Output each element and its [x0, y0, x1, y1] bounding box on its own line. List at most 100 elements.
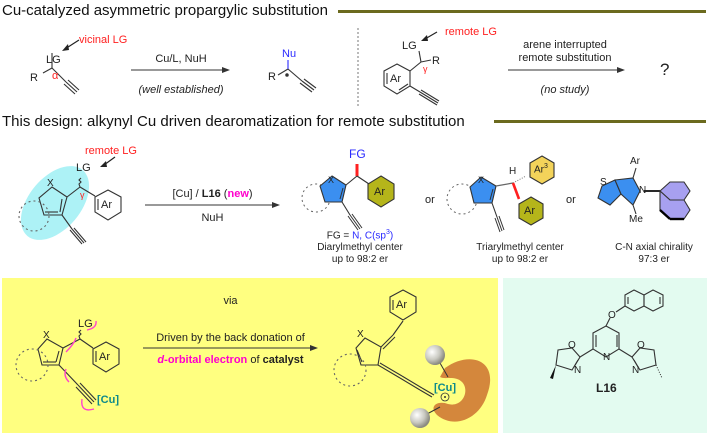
copper-ligand-blob: [433, 359, 491, 422]
intermediate-cu-label: [Cu]: [434, 382, 456, 394]
h-label: H: [509, 166, 517, 177]
reaction-arrow-2: [508, 67, 625, 73]
five-ring: [355, 337, 382, 366]
or-label-2: or: [566, 194, 576, 206]
ar-ring: [92, 341, 120, 373]
reaction-arrow-3: [145, 202, 280, 208]
curly-arrow-cu: [81, 398, 95, 411]
ligand-o-left: O: [568, 340, 576, 351]
n-label: N: [639, 185, 647, 196]
intermediate-x-label: X: [357, 329, 364, 340]
olive-ar-ring: [518, 196, 544, 226]
remote-lg-callout: remote LG: [445, 26, 497, 38]
olive-ar-ring: [367, 175, 395, 208]
five-ring: [38, 186, 68, 216]
ligand-o-aryl: O: [608, 310, 616, 321]
alkyne-triple-1: [65, 81, 78, 93]
alkyne-bond: [51, 67, 67, 83]
arrowhead: [62, 44, 69, 51]
blue-five-ring: [469, 176, 497, 204]
mech-cu-label: [Cu]: [97, 394, 119, 406]
naphthalene-ring-2: [643, 289, 664, 312]
ar-label-remote: Ar: [390, 73, 401, 85]
ar-label-design: Ar: [101, 199, 112, 211]
section1-title: Cu-catalyzed asymmetric propargylic subs…: [2, 2, 328, 19]
reaction-arrow-1: [131, 67, 230, 73]
x-label-design: X: [47, 178, 54, 189]
ligand-sphere-bottom: [410, 408, 430, 428]
p2-x-label: X: [478, 175, 485, 185]
axial-chirality-label: C-N axial chirality: [615, 242, 693, 253]
alpha-label: α: [52, 70, 59, 82]
vicinal-callout-arrow: [62, 39, 80, 51]
vicinal-lg-callout: vicinal LG: [79, 34, 128, 46]
lg-label-remote: LG: [402, 40, 417, 52]
ligand-n-right: N: [632, 365, 640, 376]
fg-label: FG: [349, 147, 366, 161]
section2-title: This design: alkynyl Cu driven dearomati…: [2, 113, 465, 130]
question-mark: ?: [660, 60, 670, 79]
product-triarylmethyl: [446, 155, 555, 233]
s-label: S: [600, 177, 607, 188]
thiophene-ring: [597, 179, 622, 206]
no-study-note: (no study): [540, 84, 590, 96]
gold-ar3-ring: [529, 155, 555, 185]
me-label: Me: [629, 214, 643, 225]
remote-substitution-label: remote substitution: [518, 52, 612, 64]
r-label: R: [30, 72, 38, 84]
section2-rule: [494, 120, 706, 123]
design-callout-arrow: [100, 156, 116, 167]
wedge-methyl-left: [550, 365, 556, 379]
curly-arrow-lg: [86, 320, 97, 331]
ligand-l16-structure: [555, 289, 664, 371]
arene-interrupted-label: arene interrupted: [523, 39, 607, 51]
design-conditions-catalyst: [Cu] / L16 (new): [172, 188, 253, 200]
five-ring: [37, 338, 64, 366]
product-axial: [597, 167, 691, 221]
p3-ar-label: Ar: [630, 156, 640, 167]
conditions-cu-l-nuh: Cu/L, NuH: [155, 53, 207, 65]
section1-rule: [338, 10, 706, 13]
triarylmethyl-label: Triarylmethyl center: [476, 242, 564, 253]
p2-ar-label: Ar: [524, 205, 535, 217]
pyrrole-ring: [614, 177, 641, 206]
via-label: via: [223, 295, 238, 307]
mech-ar-label: Ar: [99, 351, 110, 363]
ligand-arm-top: [439, 362, 449, 378]
or-label-1: or: [425, 194, 435, 206]
remote-callout-arrow: [421, 31, 438, 41]
propargylic-product: [277, 60, 317, 93]
nu-label: Nu: [282, 48, 297, 60]
diarylmethyl-er: up to 98:2 er: [331, 254, 389, 265]
oxazoline-right: [631, 347, 657, 371]
ar-ring: [94, 189, 122, 221]
well-established-note: (well established): [138, 84, 224, 96]
highlight-ellipse: [20, 166, 90, 240]
mechanism-panel: [2, 278, 498, 433]
design-substrate: [18, 177, 122, 245]
remote-lg-callout-design: remote LG: [85, 145, 137, 157]
ar3-label: Ar3: [534, 163, 548, 176]
axial-chirality-er: 97:3 er: [638, 254, 670, 265]
lg-label-design: LG: [76, 162, 91, 174]
ligand-n-left: N: [574, 365, 582, 376]
intermediate-ar-label: Ar: [396, 299, 407, 311]
triarylmethyl-er: up to 98:2 er: [491, 254, 549, 265]
lg-label: LG: [46, 54, 61, 66]
ligand-sphere-top: [425, 345, 445, 365]
curly-arrow-ring: [65, 337, 77, 353]
fused-ring-dashed: [15, 348, 49, 382]
reaction-arrow-mech: [143, 345, 318, 351]
fg-definition: FG = N, C(sp3): [326, 229, 394, 242]
intermediate: [333, 289, 435, 398]
diarylmethyl-label: Diarylmethyl center: [317, 242, 403, 253]
ligand-panel: [503, 278, 707, 433]
ligand-arm-bottom: [426, 406, 441, 415]
mech-lg-label: LG: [78, 318, 93, 330]
gamma-label-design: γ: [80, 190, 85, 200]
ligand-n-pyridine: N: [603, 352, 611, 363]
wedge-bond: [511, 182, 521, 200]
fused-ring-dashed: [333, 353, 367, 387]
